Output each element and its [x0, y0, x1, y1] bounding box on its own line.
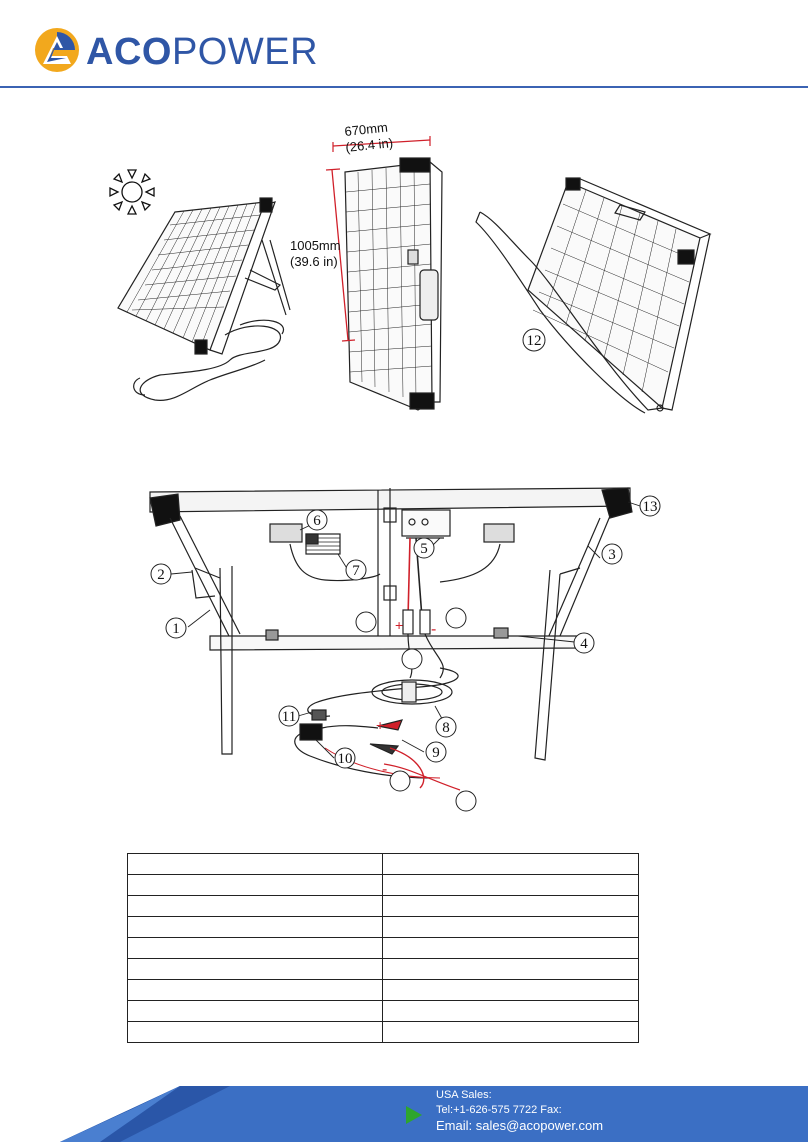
table-row	[127, 853, 639, 875]
callout-blank-c	[401, 648, 423, 670]
svg-text:8: 8	[442, 720, 450, 736]
svg-text:1: 1	[172, 621, 180, 637]
callout-1: 1	[165, 617, 187, 639]
panel-rear-drawing	[149, 487, 633, 791]
callout-2: 2	[150, 563, 172, 585]
table-row	[127, 979, 639, 1001]
height-in-label: (39.6 in)	[290, 254, 338, 269]
table-row	[127, 1021, 639, 1043]
width-mm-label: 670mm	[344, 120, 389, 139]
table-cell	[382, 874, 639, 896]
height-mm-label: 1005mm	[290, 238, 341, 253]
table-cell	[382, 1000, 639, 1022]
svg-text:7: 7	[352, 563, 360, 579]
header-divider	[0, 86, 808, 88]
panel-views-figure: 670mm (26.4 in) 1005mm (39.6 in) 12	[109, 120, 712, 414]
table-cell	[127, 958, 383, 980]
callout-blank-d	[389, 770, 411, 792]
callout-3: 3	[601, 543, 623, 565]
svg-text:9: 9	[432, 745, 440, 761]
svg-text:5: 5	[420, 541, 428, 557]
table-cell	[127, 895, 383, 917]
phone-fax: Tel:+1-626-575 7722 Fax:	[436, 1104, 562, 1116]
table-cell	[127, 937, 383, 959]
footer-bar	[60, 1086, 808, 1142]
table-row	[127, 1000, 639, 1022]
table-row	[127, 937, 639, 959]
table-cell	[382, 937, 639, 959]
table-cell	[127, 874, 383, 896]
table-cell	[382, 958, 639, 980]
table-row	[127, 874, 639, 896]
minus-mark: -	[431, 621, 436, 638]
email-link[interactable]: Email: sales@acopower.com	[436, 1118, 604, 1133]
deployed-panel-drawing	[117, 197, 291, 401]
callout-4: 4	[573, 632, 595, 654]
table-cell	[382, 853, 639, 875]
svg-text:11: 11	[282, 709, 296, 725]
brand-name-light: POWER	[171, 31, 319, 73]
table-cell	[127, 853, 383, 875]
svg-text:2: 2	[157, 567, 165, 583]
clamp-minus-mark: -	[382, 761, 387, 778]
clamp-plus-mark: +	[376, 717, 384, 733]
callout-11: 11	[278, 705, 300, 727]
table-cell	[382, 916, 639, 938]
brand-name: ACOPOWER	[86, 28, 318, 76]
table-row	[127, 916, 639, 938]
table-cell	[382, 1021, 639, 1043]
warning-label-icon	[305, 533, 341, 555]
callout-8: 8	[435, 716, 457, 738]
svg-text:10: 10	[338, 751, 353, 767]
parts-diagram: + - + - 1 2 3 4 5 6 7 8 9 10 11 13	[149, 487, 661, 812]
table-cell	[127, 1000, 383, 1022]
table-row	[127, 958, 639, 980]
callout-blank-a	[355, 611, 377, 633]
width-in-label: (26.4 in)	[345, 135, 394, 155]
callout-blank-e	[455, 790, 477, 812]
table-cell	[127, 1021, 383, 1043]
table-cell	[127, 979, 383, 1001]
callout-9: 9	[425, 741, 447, 763]
sun-icon	[109, 169, 155, 215]
svg-text:13: 13	[643, 499, 658, 515]
contact-info: USA Sales: Tel:+1-626-575 7722 Fax: Emai…	[436, 1088, 603, 1133]
case-opening-drawing	[475, 177, 712, 414]
table-cell	[382, 979, 639, 1001]
callout-12: 12	[522, 328, 546, 352]
callout-5: 5	[413, 537, 435, 559]
callout-13: 13	[639, 495, 661, 517]
table-row	[127, 895, 639, 917]
parts-table	[127, 853, 639, 1043]
play-arrow-icon	[406, 1106, 422, 1124]
table-cell	[382, 895, 639, 917]
callout-6: 6	[306, 509, 328, 531]
callout-10: 10	[334, 747, 356, 769]
folded-panel-drawing	[325, 136, 443, 411]
brand-name-bold: ACO	[86, 31, 172, 73]
page-header: ACOPOWER	[0, 0, 808, 90]
table-cell	[127, 916, 383, 938]
acopower-logo-icon	[35, 28, 79, 72]
svg-text:4: 4	[580, 636, 588, 652]
callout-7: 7	[345, 559, 367, 581]
sales-title: USA Sales:	[436, 1089, 492, 1101]
svg-text:3: 3	[608, 547, 616, 563]
callout-blank-b	[445, 607, 467, 629]
svg-text:6: 6	[313, 513, 321, 529]
plus-mark: +	[395, 617, 403, 633]
svg-text:12: 12	[527, 333, 542, 349]
